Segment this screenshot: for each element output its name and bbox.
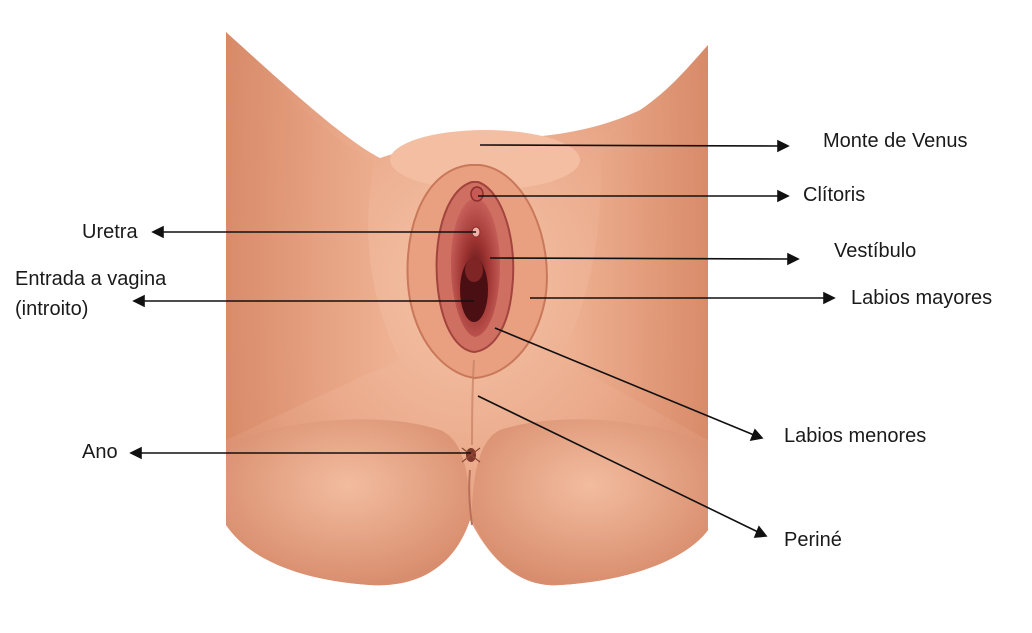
leader-menores (494, 327, 755, 436)
label-introito: (introito) (15, 298, 89, 320)
label-labios-mayores: Labios mayores (851, 287, 993, 309)
label-clitoris: Clítoris (803, 184, 866, 206)
label-monte-de-venus: Monte de Venus (823, 130, 968, 152)
label-perine: Periné (784, 529, 842, 551)
leader-perine (477, 395, 759, 533)
left-buttock (226, 419, 470, 586)
right-buttock (472, 419, 708, 586)
label-ano: Ano (82, 441, 118, 463)
leader-monte (479, 144, 781, 147)
leader-vestibulo (489, 257, 791, 260)
right-thigh (560, 45, 708, 440)
label-uretra: Uretra (82, 221, 138, 243)
label-labios-menores: Labios menores (784, 425, 927, 447)
clitoris-shape (470, 186, 484, 202)
left-thigh (226, 32, 400, 440)
label-vestibulo: Vestíbulo (834, 240, 917, 262)
perineum-fold (471, 359, 475, 446)
label-entrada-a-vagina: Entrada a vagina (15, 268, 167, 290)
